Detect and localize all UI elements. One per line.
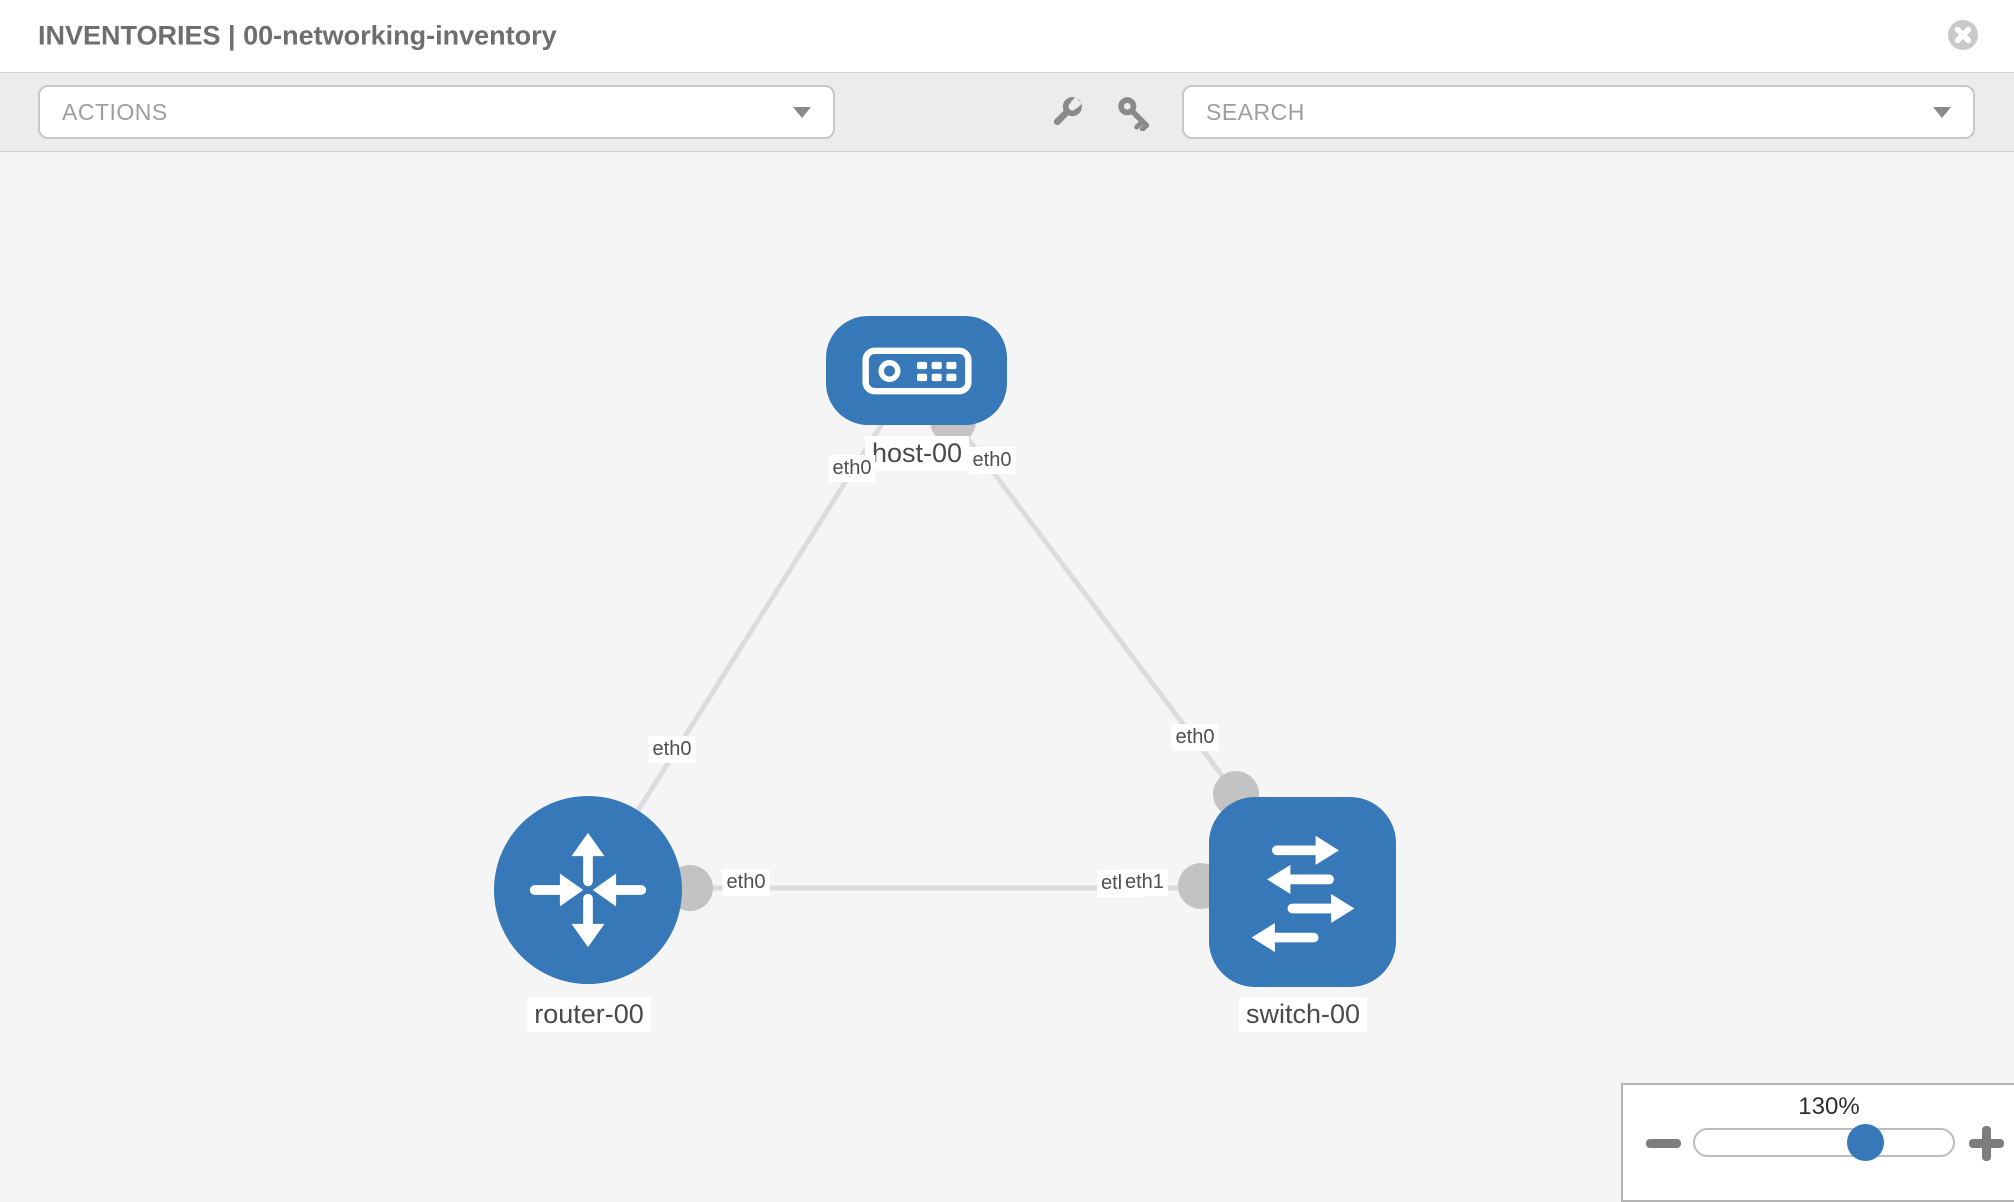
node-host-00[interactable]: [826, 316, 1007, 425]
toolbar: ACTIONS SEARCH: [0, 72, 2014, 152]
iface-label-switch-eth1: eth1: [1121, 869, 1168, 896]
iface-label-router-eth0-uplink: eth0: [648, 736, 696, 763]
actions-dropdown-label: ACTIONS: [62, 98, 168, 125]
host-icon: [861, 347, 972, 394]
iface-label-host-eth0-left: eth0: [828, 455, 876, 482]
zoom-out-minus-icon[interactable]: [1646, 1139, 1681, 1148]
node-switch-00[interactable]: [1209, 797, 1396, 987]
plus-bar-vertical: [1982, 1126, 1991, 1161]
wrench-icon[interactable]: [1048, 95, 1084, 131]
iface-label-switch-eth0-uplink: eth0: [1171, 724, 1219, 751]
chevron-down-icon: [793, 106, 811, 118]
topology-canvas[interactable]: [0, 152, 2014, 1200]
page-title: INVENTORIES | 00-networking-inventory: [38, 20, 557, 51]
node-label-router: router-00: [527, 997, 651, 1032]
key-icon[interactable]: [1116, 95, 1152, 131]
iface-label-host-eth0-right: eth0: [968, 447, 1016, 474]
actions-dropdown[interactable]: ACTIONS: [38, 85, 835, 139]
switch-icon: [1251, 835, 1354, 953]
close-button[interactable]: [1947, 19, 1979, 51]
header: INVENTORIES | 00-networking-inventory: [0, 0, 2014, 72]
router-icon: [529, 832, 647, 948]
zoom-slider-track[interactable]: [1693, 1128, 1955, 1157]
zoom-in-plus-icon[interactable]: [1969, 1126, 2004, 1161]
search-dropdown-label: SEARCH: [1206, 98, 1305, 125]
zoom-panel: 130%: [1621, 1083, 2014, 1202]
search-dropdown[interactable]: SEARCH: [1182, 85, 1975, 139]
node-label-switch: switch-00: [1238, 997, 1368, 1032]
close-icon: [1948, 20, 1978, 50]
iface-label-router-eth0-horizontal: eth0: [722, 869, 770, 896]
node-label-host: host-00: [864, 436, 970, 471]
zoom-slider-handle[interactable]: [1847, 1124, 1884, 1161]
chevron-down-icon: [1933, 106, 1951, 118]
link-host-switch[interactable]: [914, 368, 1238, 796]
zoom-level-value: 130%: [1798, 1093, 1860, 1120]
node-router-00[interactable]: [494, 796, 682, 984]
